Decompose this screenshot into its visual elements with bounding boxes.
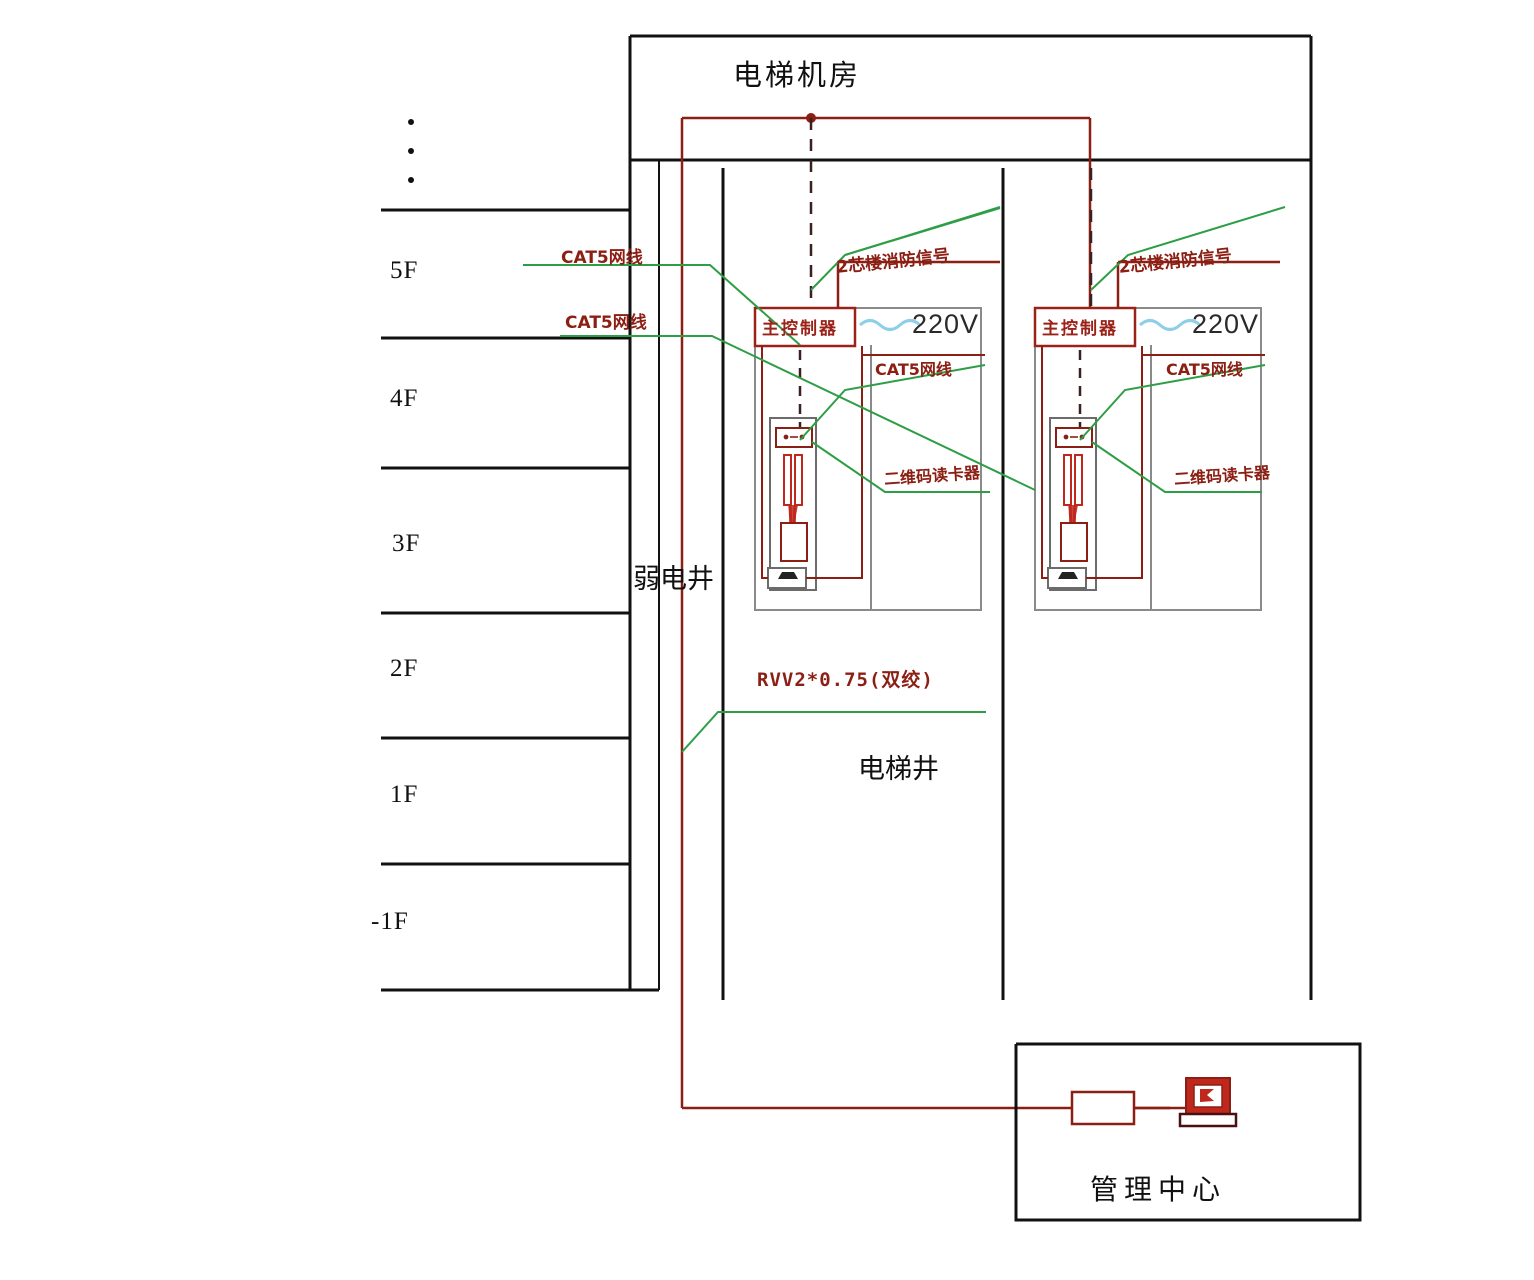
weak-current-riser-label: 弱电井 bbox=[633, 564, 714, 595]
elevator-shaft-lines bbox=[721, 168, 1005, 1000]
floor-label-1f: 1F bbox=[390, 781, 419, 808]
rvv-cable-label: RVV2*0.75(双绞) bbox=[757, 669, 934, 691]
power-label-2: 220V bbox=[1192, 309, 1260, 339]
management-center-label: 管理中心 bbox=[1090, 1173, 1227, 1206]
elevator-module-1 bbox=[753, 260, 1000, 611]
floor-label-4f: 4F bbox=[390, 385, 419, 412]
cat5-label-riser-2: CAT5网线 bbox=[1166, 360, 1243, 379]
cat5-label-lower: CAT5网线 bbox=[565, 313, 647, 333]
green-leader-lines bbox=[523, 206, 1286, 753]
cat5-label-upper: CAT5网线 bbox=[561, 248, 643, 268]
cat5-label-riser-1: CAT5网线 bbox=[875, 360, 952, 379]
floor-label-minus-1f: -1F bbox=[371, 908, 409, 935]
floor-lines bbox=[381, 208, 659, 992]
main-controller-label-1: 主控制器 bbox=[762, 319, 838, 339]
floor-label-2f: 2F bbox=[390, 655, 419, 682]
power-label-1: 220V bbox=[912, 309, 980, 339]
elevator-module-2 bbox=[1033, 260, 1280, 611]
floor-label-5f: 5F bbox=[390, 257, 419, 284]
main-controller-label-2: 主控制器 bbox=[1042, 319, 1118, 339]
management-center-box bbox=[1014, 1042, 1362, 1222]
machine-room-title: 电梯机房 bbox=[733, 58, 862, 92]
building-structure bbox=[628, 34, 1313, 1000]
elevator-shaft-label: 电梯井 bbox=[858, 754, 939, 785]
floor-label-3f: 3F bbox=[392, 530, 421, 557]
